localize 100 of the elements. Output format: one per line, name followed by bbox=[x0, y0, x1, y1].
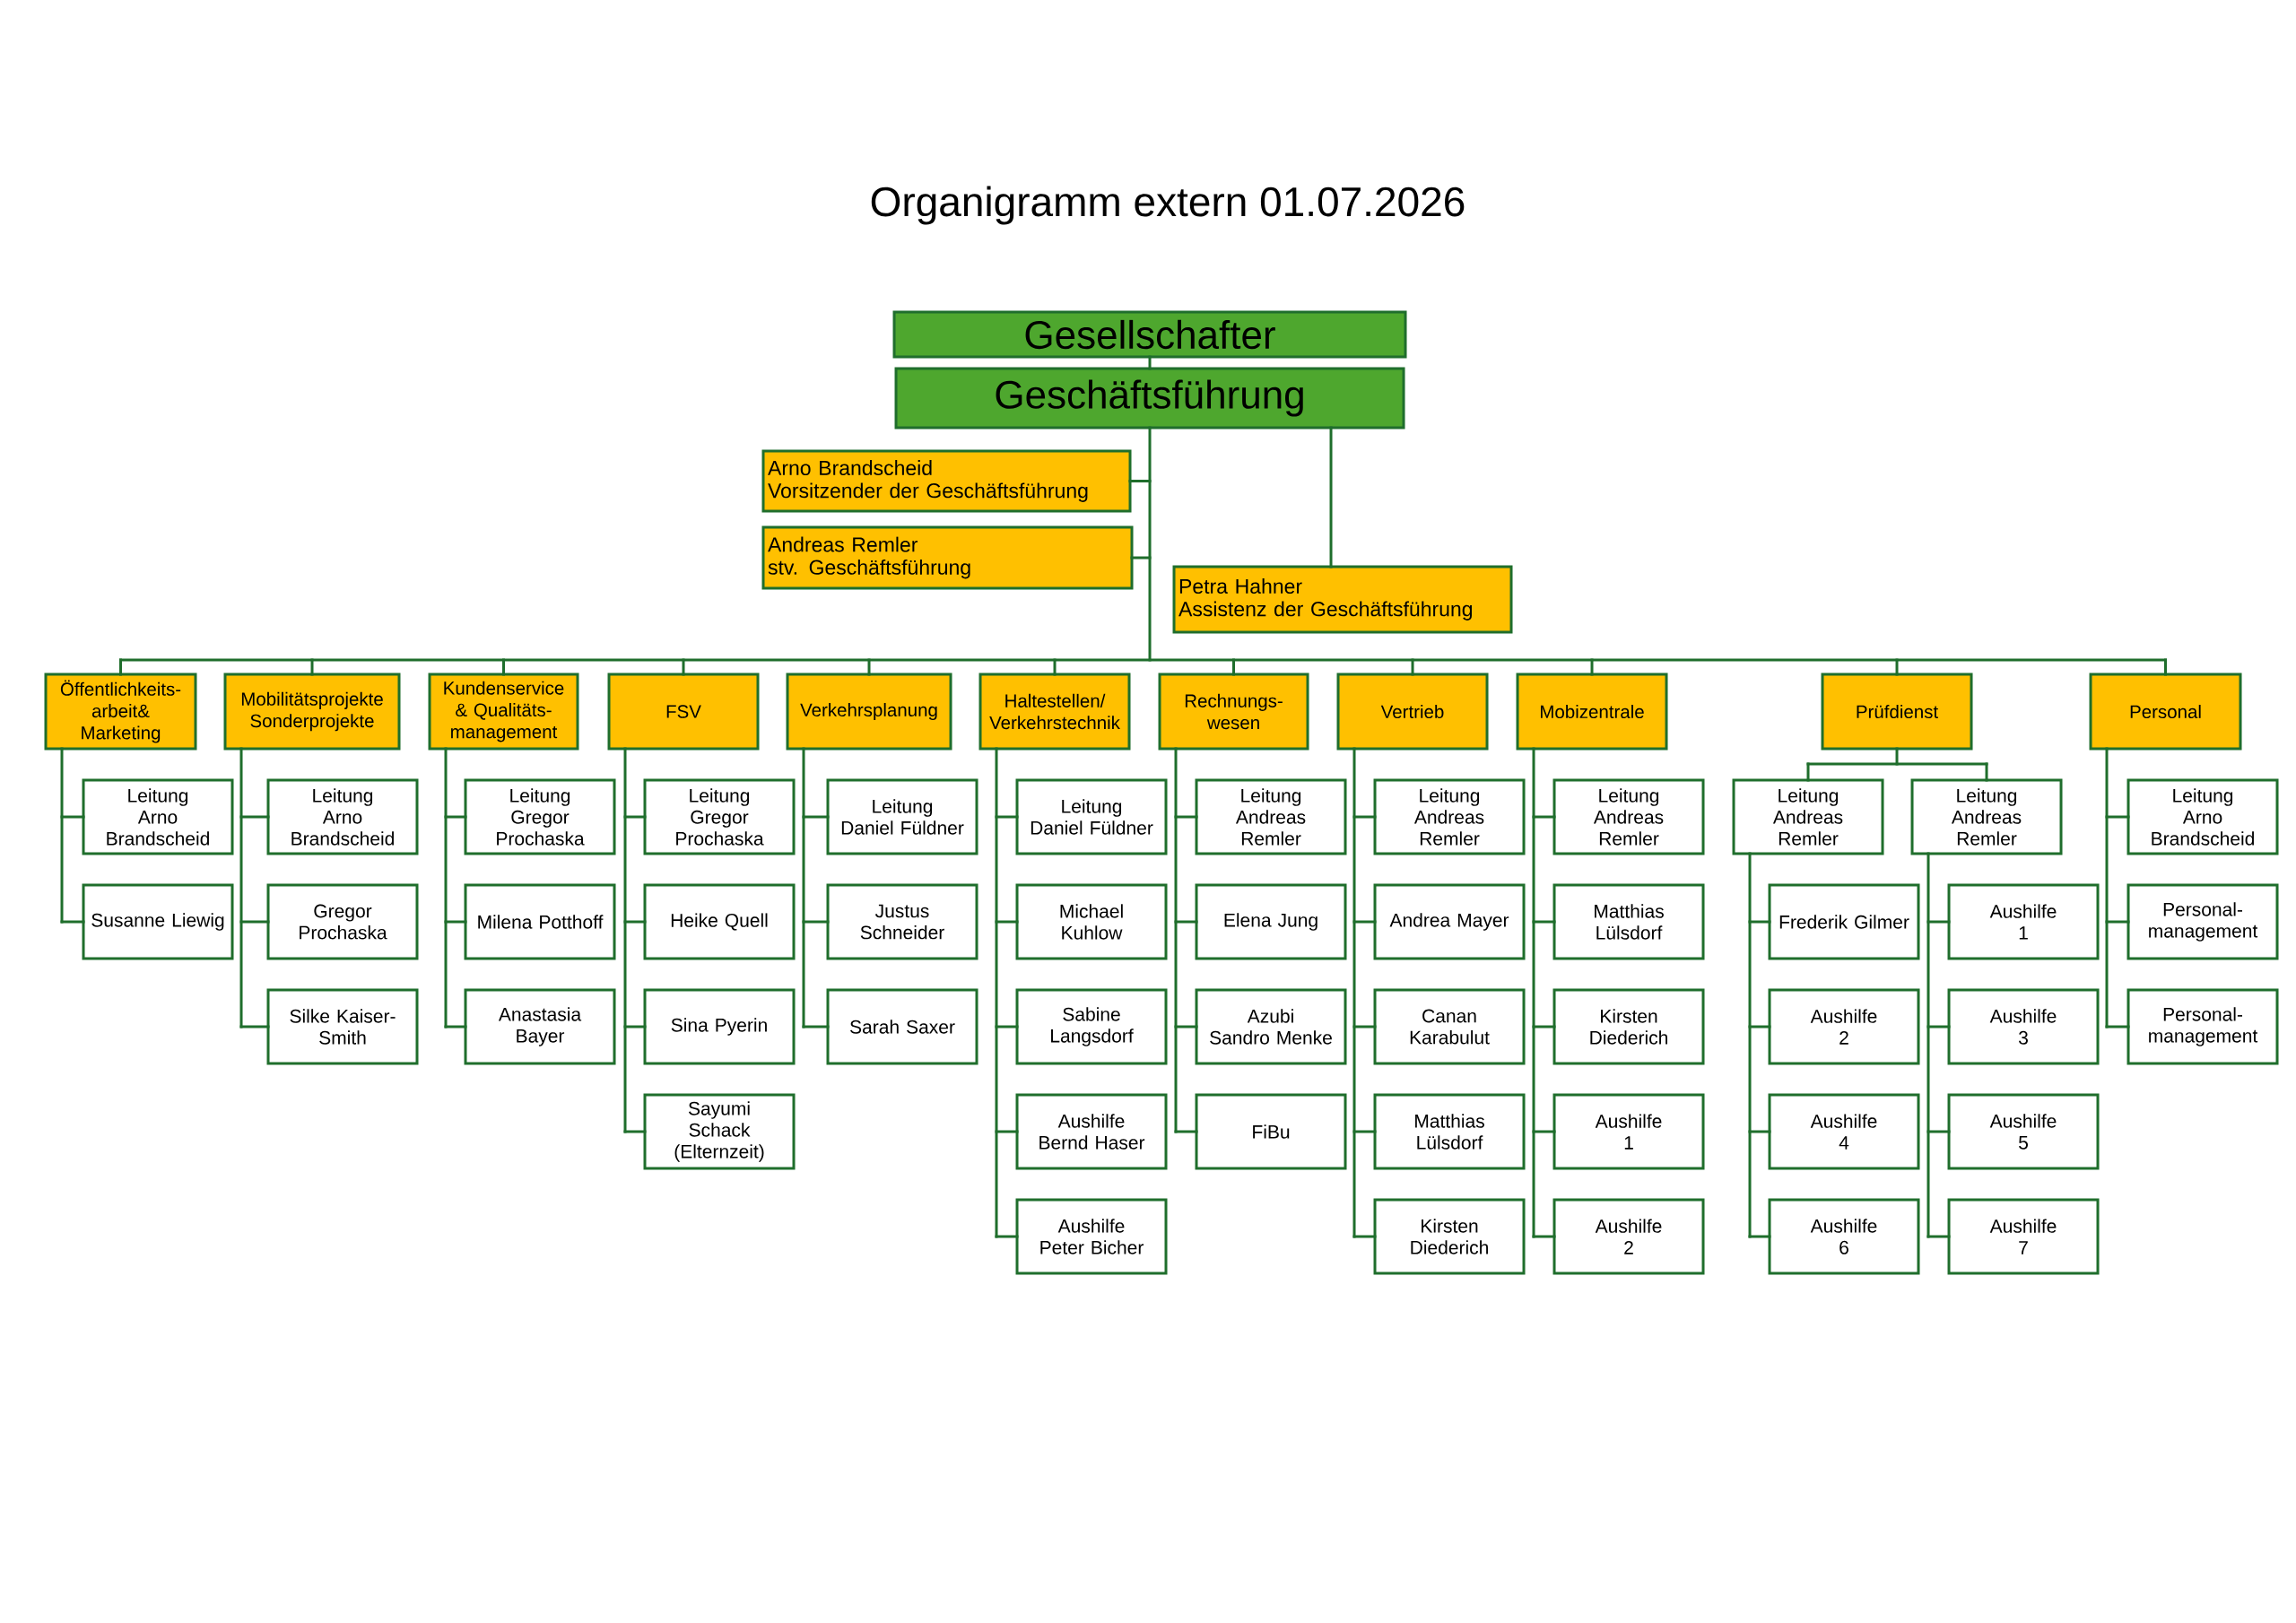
person-box: Sina Pyerin bbox=[643, 988, 796, 1065]
connector-line bbox=[239, 1025, 270, 1028]
department-box: Mobizentrale bbox=[1516, 673, 1668, 751]
department-box: Öffentlichkeits- arbeit& Marketing bbox=[44, 673, 197, 751]
connector-line bbox=[1352, 1235, 1377, 1238]
person-box: Matthias Lülsdorf bbox=[1552, 883, 1705, 960]
person-box: Personal- management bbox=[2126, 883, 2279, 960]
department-box: Vertrieb bbox=[1336, 673, 1489, 751]
connector-line bbox=[444, 747, 448, 1028]
connector-line bbox=[239, 815, 270, 819]
connector-line bbox=[1748, 1235, 1771, 1238]
person-box: Leitung Daniel Füldner bbox=[826, 778, 978, 855]
department-box: Mobilitätsprojekte Sonderprojekte bbox=[223, 673, 401, 751]
person-box: Leitung Gregor Prochaska bbox=[643, 778, 796, 855]
person-box: Aushilfe Peter Bicher bbox=[1015, 1198, 1168, 1275]
connector-line bbox=[1130, 556, 1152, 560]
connector-line bbox=[2105, 920, 2130, 924]
connector-line bbox=[1128, 480, 1152, 482]
person-box: Leitung Gregor Prochaska bbox=[464, 778, 616, 855]
connector-line bbox=[1174, 920, 1198, 924]
person-box: Sabine Langsdorf bbox=[1015, 988, 1168, 1065]
connector-line bbox=[1926, 852, 1930, 1238]
connector-line bbox=[1806, 762, 1810, 782]
connector-line bbox=[60, 747, 64, 924]
person-box: FiBu bbox=[1195, 1093, 1347, 1170]
connector-line bbox=[1174, 1130, 1198, 1133]
connector-line bbox=[802, 815, 830, 819]
person-box: Arno Brandscheid Vorsitzender der Geschäftsführung bbox=[761, 449, 1132, 513]
connector-line bbox=[239, 920, 270, 924]
connector-line bbox=[682, 658, 685, 676]
connector-line bbox=[502, 658, 505, 676]
connector-line bbox=[1148, 355, 1152, 370]
department-box: Rechnungs- wesen bbox=[1158, 673, 1309, 751]
person-box: Aushilfe 4 bbox=[1768, 1093, 1920, 1170]
person-box: Leitung Arno Brandscheid bbox=[82, 778, 234, 855]
connector-line bbox=[310, 658, 314, 676]
department-box: FSV bbox=[607, 673, 760, 751]
person-box: Leitung Daniel Füldner bbox=[1015, 778, 1168, 855]
person-box: Aushilfe 5 bbox=[1947, 1093, 2100, 1170]
department-box: Personal bbox=[2089, 673, 2242, 751]
connector-line bbox=[1174, 1025, 1198, 1028]
connector-line bbox=[1532, 1025, 1556, 1028]
connector-line bbox=[1174, 815, 1198, 819]
connector-line bbox=[1232, 658, 1235, 676]
person-box: Leitung Andreas Remler bbox=[1910, 778, 2063, 855]
connector-line bbox=[867, 658, 871, 676]
connector-line bbox=[802, 747, 805, 1028]
person-box: Frederik Gilmer bbox=[1768, 883, 1920, 960]
connector-line bbox=[623, 1025, 647, 1028]
connector-line bbox=[1748, 920, 1771, 924]
connector-line bbox=[2105, 815, 2130, 819]
connector-line bbox=[995, 1130, 1019, 1133]
person-box: Azubi Sandro Menke bbox=[1195, 988, 1347, 1065]
connector-line bbox=[995, 920, 1019, 924]
person-box: Susanne Liewig bbox=[82, 883, 234, 960]
person-box: Sarah Saxer bbox=[826, 988, 978, 1065]
connector-line bbox=[239, 747, 243, 1028]
person-box: Leitung Andreas Remler bbox=[1552, 778, 1705, 855]
connector-line bbox=[1329, 426, 1333, 568]
person-box: Gregor Prochaska bbox=[266, 883, 419, 960]
connector-line bbox=[1352, 920, 1377, 924]
connector-line bbox=[1148, 426, 1152, 662]
person-box: Personal- management bbox=[2126, 988, 2279, 1065]
person-box: Aushilfe 6 bbox=[1768, 1198, 1920, 1275]
department-box: Prüfdienst bbox=[1821, 673, 1973, 751]
connector-line bbox=[1053, 658, 1057, 676]
connector-line bbox=[60, 920, 85, 924]
header-box: Geschäftsführung bbox=[894, 367, 1405, 430]
connector-line bbox=[444, 1025, 467, 1028]
person-box: Aushilfe 3 bbox=[1947, 988, 2100, 1065]
person-box: Leitung Andreas Remler bbox=[1195, 778, 1347, 855]
connector-line bbox=[1532, 1235, 1556, 1238]
connector-line bbox=[1748, 852, 1752, 1238]
person-box: Leitung Arno Brandscheid bbox=[266, 778, 419, 855]
person-box: Heike Quell bbox=[643, 883, 796, 960]
connector-line bbox=[1985, 762, 1988, 782]
connector-line bbox=[1532, 920, 1556, 924]
connector-line bbox=[1748, 1130, 1771, 1133]
person-box: Andreas Remler stv. Geschäftsführung bbox=[761, 525, 1134, 590]
person-box: Kirsten Diederich bbox=[1552, 988, 1705, 1065]
connector-line bbox=[995, 747, 998, 1238]
connector-line bbox=[1352, 747, 1356, 1238]
person-box: Leitung Andreas Remler bbox=[1732, 778, 1884, 855]
connector-line bbox=[1926, 1130, 1951, 1133]
connector-line bbox=[1174, 747, 1178, 1133]
department-box: Haltestellen/ Verkehrstechnik bbox=[978, 673, 1131, 751]
person-box: Canan Karabulut bbox=[1373, 988, 1526, 1065]
person-box: Kirsten Diederich bbox=[1373, 1198, 1526, 1275]
connector-line bbox=[119, 658, 122, 676]
connector-line bbox=[1895, 747, 1899, 766]
person-box: Aushilfe 1 bbox=[1552, 1093, 1705, 1170]
connector-line bbox=[1926, 1235, 1951, 1238]
person-box: Aushilfe 2 bbox=[1552, 1198, 1705, 1275]
connector-line bbox=[2105, 1025, 2130, 1028]
connector-line bbox=[60, 815, 85, 819]
connector-line bbox=[444, 920, 467, 924]
person-box: Petra Hahner Assistenz der Geschäftsführung bbox=[1172, 565, 1513, 634]
connector-line bbox=[623, 920, 647, 924]
person-box: Michael Kuhlow bbox=[1015, 883, 1168, 960]
connector-line bbox=[1926, 920, 1951, 924]
